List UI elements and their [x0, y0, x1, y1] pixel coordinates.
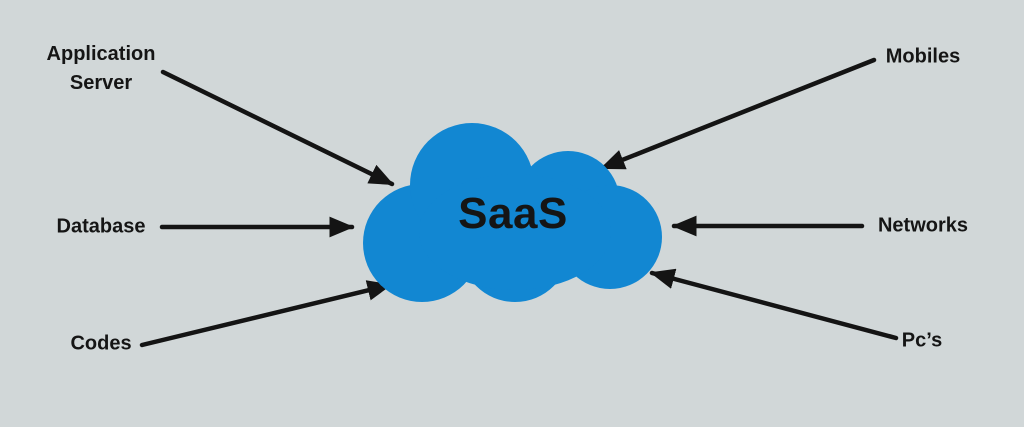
- arrow-mobiles-to-saas: [599, 57, 877, 171]
- cloud-icon: [363, 123, 662, 302]
- arrow-application-server-to-saas: [160, 69, 395, 187]
- node-label-application-server: Application Server: [46, 43, 156, 94]
- node-label-database: Database: [56, 215, 146, 238]
- arrow-pcs-to-saas: [649, 268, 899, 341]
- arrow-codes-to-saas: [139, 280, 393, 348]
- node-label-networks: Networks: [877, 214, 969, 237]
- node-label-codes: Codes: [70, 332, 132, 355]
- node-label-pcs: Pc’s: [901, 329, 943, 352]
- node-label-mobiles: Mobiles: [885, 45, 961, 68]
- arrows: [139, 57, 899, 348]
- cloud-title-saas: SaaS: [458, 189, 568, 238]
